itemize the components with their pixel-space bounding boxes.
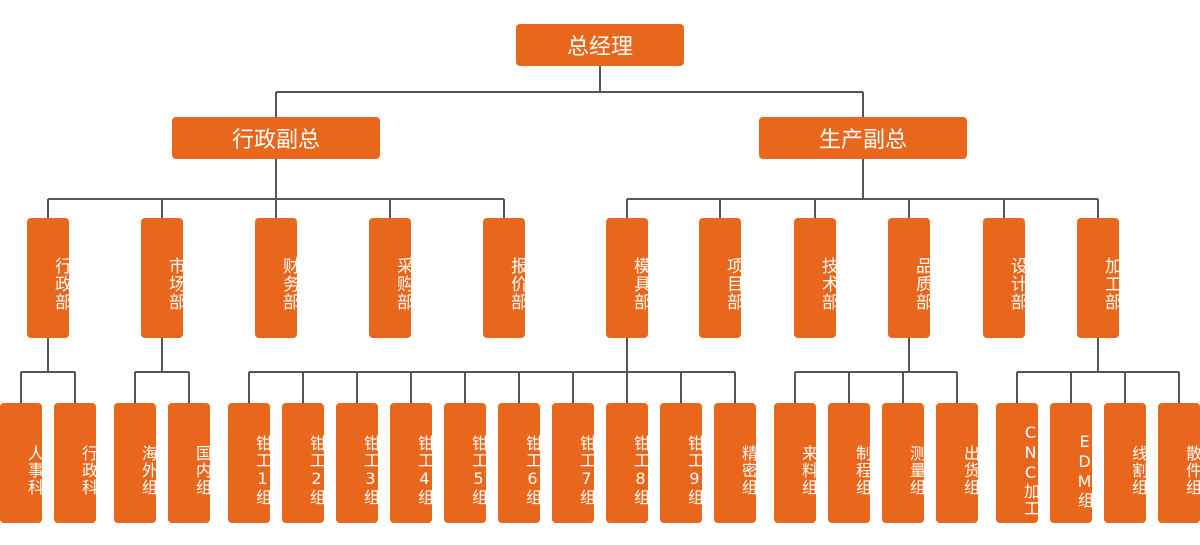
node-team: 钳工1组 [228, 403, 272, 523]
node-team: 散件组 [1158, 403, 1200, 523]
node-dept: 技术部 [794, 218, 838, 338]
node-team: 行政科 [54, 403, 98, 523]
node-team: 精密组 [714, 403, 758, 523]
node-team: 海外组 [114, 403, 158, 523]
node-team: 钳工8组 [606, 403, 650, 523]
node-team: CNC加工 [996, 403, 1040, 523]
node-team: 钳工6组 [498, 403, 542, 523]
node-team: 国内组 [168, 403, 212, 523]
node-dept: 行政部 [27, 218, 71, 338]
node-dept: 报价部 [483, 218, 527, 338]
node-team: 线割组 [1104, 403, 1148, 523]
node-production-vp: 生产副总 [759, 117, 967, 159]
node-team: EDM组 [1050, 403, 1094, 523]
node-admin-vp: 行政副总 [172, 117, 380, 159]
node-dept: 品质部 [888, 218, 932, 338]
node-team: 钳工7组 [552, 403, 596, 523]
node-team: 钳工9组 [660, 403, 704, 523]
node-team: 制程组 [828, 403, 872, 523]
node-dept: 加工部 [1077, 218, 1121, 338]
node-team: 钳工4组 [390, 403, 434, 523]
node-general-manager: 总经理 [516, 24, 684, 66]
node-team: 测量组 [882, 403, 926, 523]
node-team: 来料组 [774, 403, 818, 523]
node-team: 钳工2组 [282, 403, 326, 523]
node-team: 钳工5组 [444, 403, 488, 523]
node-dept: 市场部 [141, 218, 185, 338]
node-dept: 模具部 [606, 218, 650, 338]
node-dept: 财务部 [255, 218, 299, 338]
node-team: 出货组 [936, 403, 980, 523]
node-team: 人事科 [0, 403, 44, 523]
node-dept: 项目部 [699, 218, 743, 338]
node-team: 钳工3组 [336, 403, 380, 523]
node-dept: 采购部 [369, 218, 413, 338]
node-dept: 设计部 [983, 218, 1027, 338]
